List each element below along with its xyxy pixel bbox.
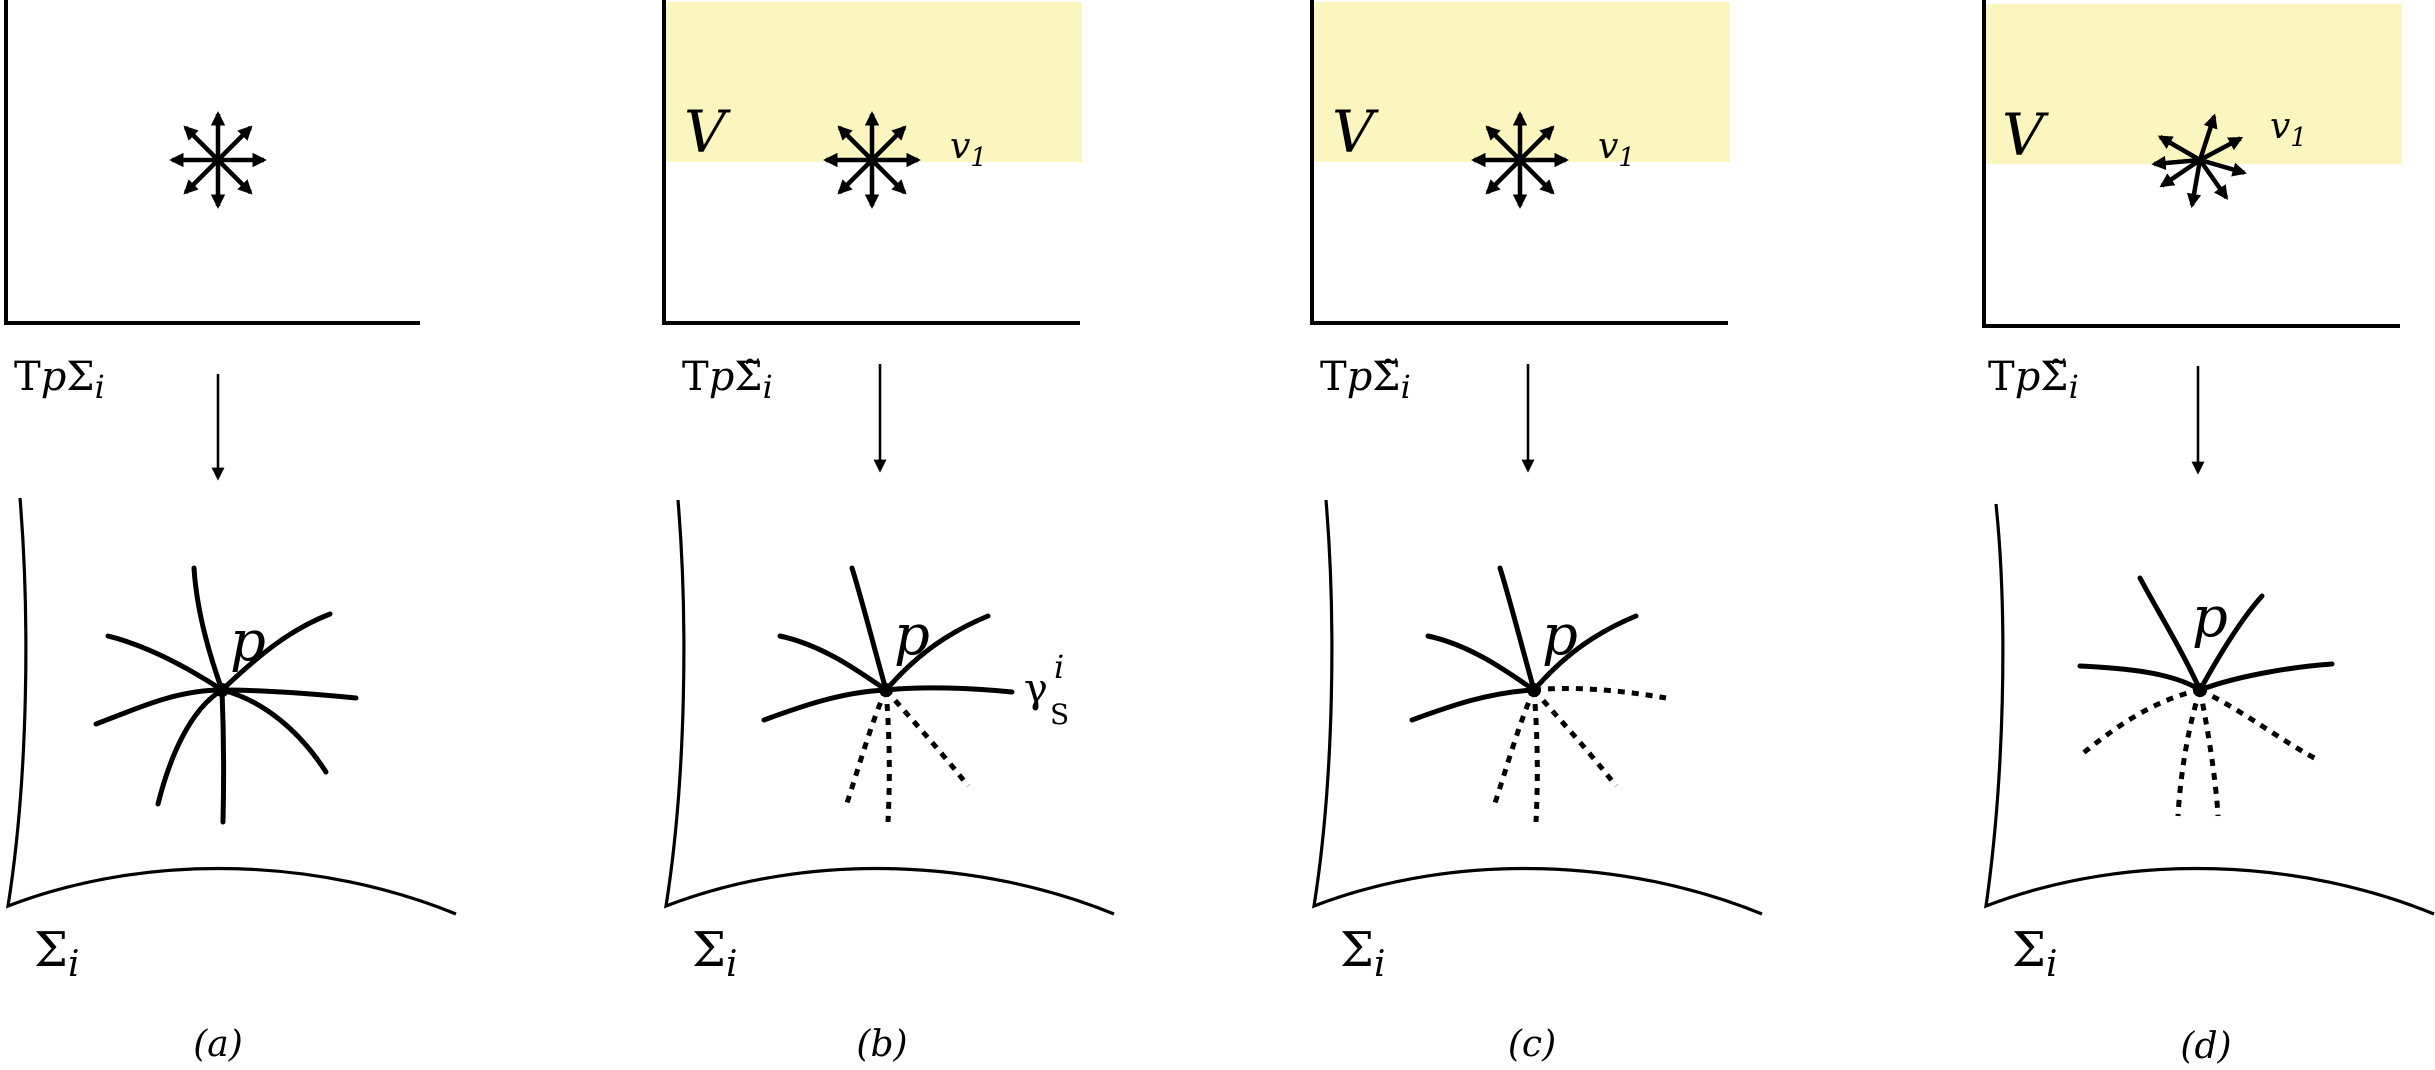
curve-label: γ [1024, 666, 1048, 712]
tangent-space-label: TpΣi [14, 354, 105, 406]
tangent-vector [2157, 135, 2202, 162]
tangent-vector [183, 125, 220, 162]
vector-label: v1 [2270, 106, 2307, 153]
tangent-vector [870, 158, 907, 195]
vector-star [823, 111, 921, 209]
curve-subscript: S [1050, 698, 1069, 731]
caption: (c) [1508, 1024, 1556, 1065]
tangent-vector [2198, 158, 2229, 201]
vector-label: v1 [950, 126, 987, 173]
geodesics [2077, 575, 2335, 693]
caption: (d) [2180, 1026, 2231, 1067]
tangent-vector [1485, 158, 1522, 195]
tangent-vector [216, 125, 253, 162]
tangent-vector [2151, 155, 2201, 171]
tangent-vector [2186, 159, 2203, 209]
tangent-vector [2198, 136, 2244, 162]
tangent-space-label: TpΣ̃i [682, 354, 773, 406]
vector-label: v1 [1598, 126, 1635, 173]
region-label: V [1332, 98, 1379, 166]
tangent-space-axes [1982, 0, 2400, 328]
tangent-vector [1518, 158, 1555, 195]
vector-star [169, 111, 267, 209]
region-v [1986, 4, 2402, 164]
region-label: V [684, 98, 731, 166]
vector-star [1471, 111, 1569, 209]
surface-boundary [663, 499, 1115, 916]
curve-superscript: i [1054, 648, 1064, 686]
tangent-vector [216, 158, 253, 195]
point-p [879, 683, 893, 697]
tangent-space-axes [662, 0, 1080, 325]
tangent-vector [2199, 157, 2247, 177]
caption: (a) [193, 1024, 243, 1065]
panel-b: V v1 TpΣ̃i p γ i S Σi (b [662, 0, 1115, 1065]
tangent-vector [837, 125, 874, 162]
point-label: p [1542, 603, 1578, 668]
surface-boundary [1311, 499, 1763, 916]
surface-label: Σi [34, 922, 79, 985]
panel-c: V v1 TpΣ̃i p Σi (c) [1310, 0, 1763, 1065]
tangent-space-axes [1310, 0, 1728, 325]
surface-label: Σi [692, 922, 737, 985]
dotted-geodesics [843, 688, 970, 823]
tangent-vector [837, 158, 874, 195]
vector-star [2151, 113, 2247, 209]
surface-label: Σi [1340, 922, 1385, 985]
geodesics [93, 565, 359, 825]
geodesics [761, 565, 1015, 723]
tangent-vector [183, 158, 220, 195]
tangent-vector [2159, 158, 2202, 188]
tangent-vector [2197, 113, 2218, 161]
point-label: p [230, 609, 266, 674]
region-label: V [2002, 101, 2049, 169]
tangent-space-axes [4, 0, 420, 325]
tangent-vector [1518, 125, 1555, 162]
point-label: p [894, 603, 930, 668]
tangent-vector [870, 125, 907, 162]
point-p [2193, 683, 2207, 697]
point-p [1527, 683, 1541, 697]
surface-label: Σi [2012, 922, 2057, 985]
point-p [215, 683, 229, 697]
tangent-vector [1485, 125, 1522, 162]
panel-a: TpΣi p Σi (a) [4, 0, 457, 1065]
tangent-space-label: TpΣ̃i [1320, 354, 1411, 406]
surface-boundary [1984, 503, 2435, 916]
dotted-geodesics [2080, 687, 2320, 817]
caption: (b) [856, 1024, 907, 1065]
panel-d: V v1 TpΣ̃i p Σi (d) [1982, 0, 2435, 1067]
point-label: p [2192, 585, 2228, 650]
surface-boundary [5, 497, 457, 916]
tangent-space-label: TpΣ̃i [1988, 354, 2079, 406]
geodesics [1409, 565, 1639, 723]
dotted-geodesics [1491, 685, 1667, 823]
